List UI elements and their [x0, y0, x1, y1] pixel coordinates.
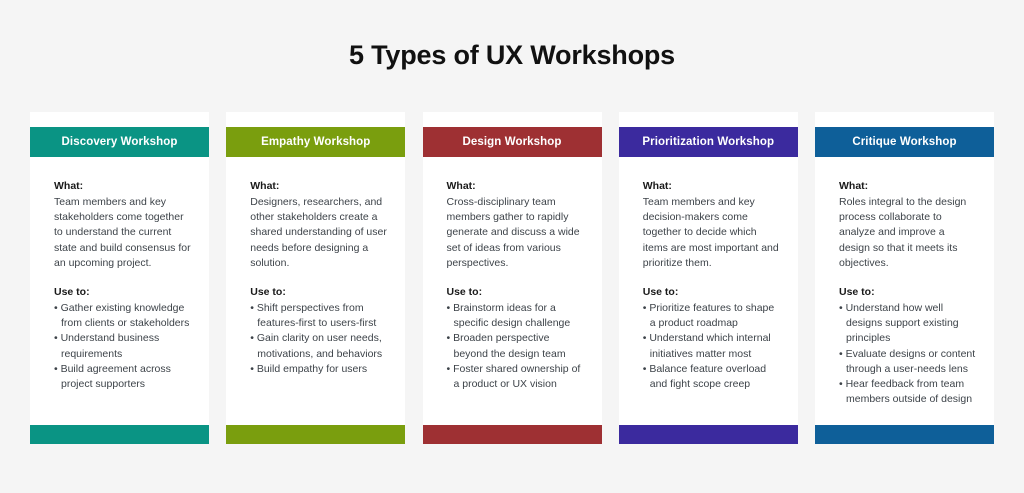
what-label: What:: [250, 180, 280, 192]
card-top-spacer: [423, 112, 602, 127]
use-to-label: Use to:: [839, 286, 875, 299]
list-item: • Build empathy for users: [250, 362, 368, 375]
use-to-label: Use to:: [250, 286, 286, 299]
workshop-card-list: Discovery Workshop What: Team members an…: [30, 112, 994, 444]
card-header-critique: Critique Workshop: [815, 127, 994, 157]
workshop-card-discovery[interactable]: Discovery Workshop What: Team members an…: [30, 112, 209, 444]
card-body-prioritization: What: Team members and key decision-make…: [619, 157, 798, 444]
workshop-card-design[interactable]: Design Workshop What: Cross-disciplinary…: [422, 112, 602, 444]
use-to-block: Use to: • Understand how well designs su…: [839, 285, 978, 407]
card-top-spacer: [226, 112, 405, 127]
list-item: • Gain clarity on user needs, motivation…: [250, 332, 383, 360]
card-footer-empathy: [226, 425, 406, 444]
list-item: • Understand which internal initiatives …: [642, 332, 771, 360]
workshop-card-prioritization[interactable]: Prioritization Workshop What: Team membe…: [618, 112, 798, 444]
what-text: Team members and key stakeholders come t…: [54, 196, 191, 269]
list-item: • Prioritize features to shape a product…: [642, 302, 775, 330]
list-item: • Foster shared ownership of a product o…: [446, 362, 581, 391]
use-to-list: • Prioritize features to shape a product…: [643, 301, 782, 392]
list-item: • Broaden perspective beyond the design …: [446, 332, 566, 360]
use-to-label: Use to:: [642, 286, 679, 299]
use-to-label: Use to:: [54, 286, 90, 299]
what-text: Cross-disciplinary team members gather t…: [446, 196, 580, 269]
card-top-spacer: [30, 112, 209, 127]
use-to-block: Use to: • Gather existing knowledge from…: [54, 285, 193, 392]
use-to-block: Use to: • Prioritize features to shape a…: [643, 285, 782, 392]
workshop-card-critique[interactable]: Critique Workshop What: Roles integral t…: [815, 112, 994, 444]
what-text: Roles integral to the design process col…: [839, 196, 967, 269]
card-footer-prioritization: [618, 425, 798, 444]
card-body-critique: What: Roles integral to the design proce…: [815, 157, 994, 444]
use-to-list: • Shift perspectives from features-first…: [250, 301, 389, 377]
list-item: • Shift perspectives from features-first…: [250, 302, 377, 330]
card-header-discovery: Discovery Workshop: [30, 127, 209, 157]
list-item: • Gather existing knowledge from clients…: [54, 302, 190, 330]
card-footer-discovery: [30, 425, 209, 444]
use-to-list: • Gather existing knowledge from clients…: [54, 301, 193, 392]
what-label: What:: [839, 180, 869, 192]
use-to-block: Use to: • Shift perspectives from featur…: [250, 285, 389, 377]
list-item: • Build agreement across project support…: [54, 362, 171, 391]
what-label: What:: [642, 180, 672, 192]
what-label: What:: [446, 180, 476, 192]
use-to-label: Use to:: [446, 286, 483, 299]
card-body-empathy: What: Designers, researchers, and other …: [226, 157, 405, 444]
card-top-spacer: [619, 112, 798, 127]
what-text: Designers, researchers, and other stakeh…: [250, 196, 387, 269]
card-footer-design: [422, 425, 602, 444]
card-top-spacer: [815, 112, 994, 127]
card-header-design: Design Workshop: [422, 127, 602, 157]
what-label: What:: [54, 180, 84, 192]
use-to-list: • Understand how well designs support ex…: [839, 301, 978, 407]
list-item: • Balance feature overload and fight sco…: [642, 362, 767, 391]
card-header-empathy: Empathy Workshop: [226, 127, 406, 157]
workshop-card-empathy[interactable]: Empathy Workshop What: Designers, resear…: [226, 112, 406, 444]
page-title: 5 Types of UX Workshops: [349, 40, 675, 70]
card-body-design: What: Cross-disciplinary team members ga…: [423, 157, 602, 444]
use-to-list: • Brainstorm ideas for a specific design…: [447, 301, 586, 392]
list-item: • Understand how well designs support ex…: [839, 302, 959, 345]
list-item: • Understand business requirements: [54, 332, 160, 360]
card-footer-critique: [815, 425, 994, 444]
list-item: • Brainstorm ideas for a specific design…: [446, 302, 571, 330]
list-item: • Evaluate designs or content through a …: [839, 347, 976, 375]
what-text: Team members and key decision-makers com…: [642, 196, 779, 269]
card-body-discovery: What: Team members and key stakeholders …: [30, 157, 209, 444]
list-item: • Hear feedback from team members outsid…: [839, 378, 973, 406]
use-to-block: Use to: • Brainstorm ideas for a specifi…: [447, 285, 586, 392]
card-header-prioritization: Prioritization Workshop: [618, 127, 798, 157]
